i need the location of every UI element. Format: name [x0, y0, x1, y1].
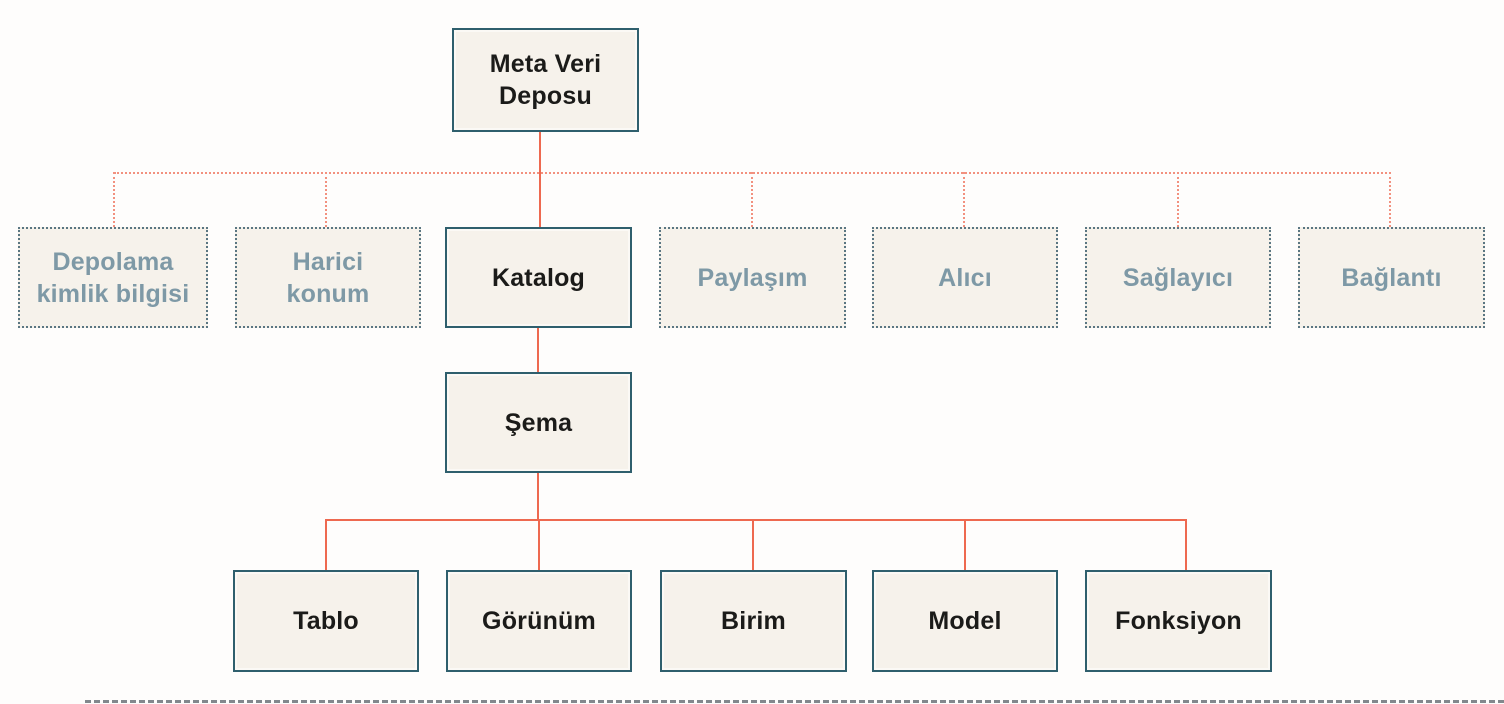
node-paylasim: Paylaşım — [659, 227, 846, 328]
node-fonksiyon: Fonksiyon — [1085, 570, 1272, 672]
node-label: Bağlantı — [1341, 263, 1442, 292]
node-label: Tablo — [293, 607, 359, 635]
node-alici: Alıcı — [872, 227, 1058, 328]
node-sema: Şema — [445, 372, 632, 473]
node-label: Sağlayıcı — [1122, 263, 1234, 292]
node-tablo: Tablo — [233, 570, 419, 672]
node-harici-konum: Harici konum — [235, 227, 421, 328]
node-katalog: Katalog — [445, 227, 632, 328]
connector-stub-harici — [325, 172, 327, 227]
connector-solid-bus — [325, 519, 1187, 521]
node-baglanti: Bağlantı — [1298, 227, 1485, 328]
connector-stub-baglanti — [1389, 172, 1391, 227]
connector-katalog-to-sema — [537, 327, 539, 372]
connector-stub-depolama — [113, 172, 115, 227]
connector-stub-saglayici — [1177, 172, 1179, 227]
node-label: Meta Veri Deposu — [489, 50, 602, 110]
node-gorunum: Görünüm — [446, 570, 632, 672]
node-saglayici: Sağlayıcı — [1085, 227, 1271, 328]
node-label: Depolama kimlik bilgisi — [36, 247, 190, 308]
node-label: Harici konum — [286, 247, 370, 308]
connector-stub-paylasim — [751, 172, 753, 227]
node-model: Model — [872, 570, 1058, 672]
cropped-bottom-dashed-line — [85, 700, 1504, 703]
connector-stub-birim — [752, 519, 754, 570]
node-meta-veri-deposu: Meta Veri Deposu — [452, 28, 639, 132]
node-birim: Birim — [660, 570, 847, 672]
node-label: Birim — [721, 607, 786, 635]
node-label: Katalog — [491, 263, 586, 292]
node-label: Paylaşım — [697, 263, 808, 292]
connector-stub-alici — [963, 172, 965, 227]
node-label: Fonksiyon — [1115, 607, 1242, 635]
connector-stub-fonksiyon — [1185, 519, 1187, 570]
node-label: Model — [928, 607, 1002, 635]
connector-stub-gorunum — [538, 519, 540, 570]
connector-sema-to-bus — [537, 473, 539, 520]
node-label: Görünüm — [482, 607, 596, 635]
node-depolama-kimlik-bilgisi: Depolama kimlik bilgisi — [18, 227, 208, 328]
node-label: Şema — [504, 408, 573, 437]
node-label: Alıcı — [938, 263, 992, 292]
connector-root-to-katalog — [539, 132, 541, 227]
connector-stub-tablo — [325, 519, 327, 570]
connector-stub-model — [964, 519, 966, 570]
